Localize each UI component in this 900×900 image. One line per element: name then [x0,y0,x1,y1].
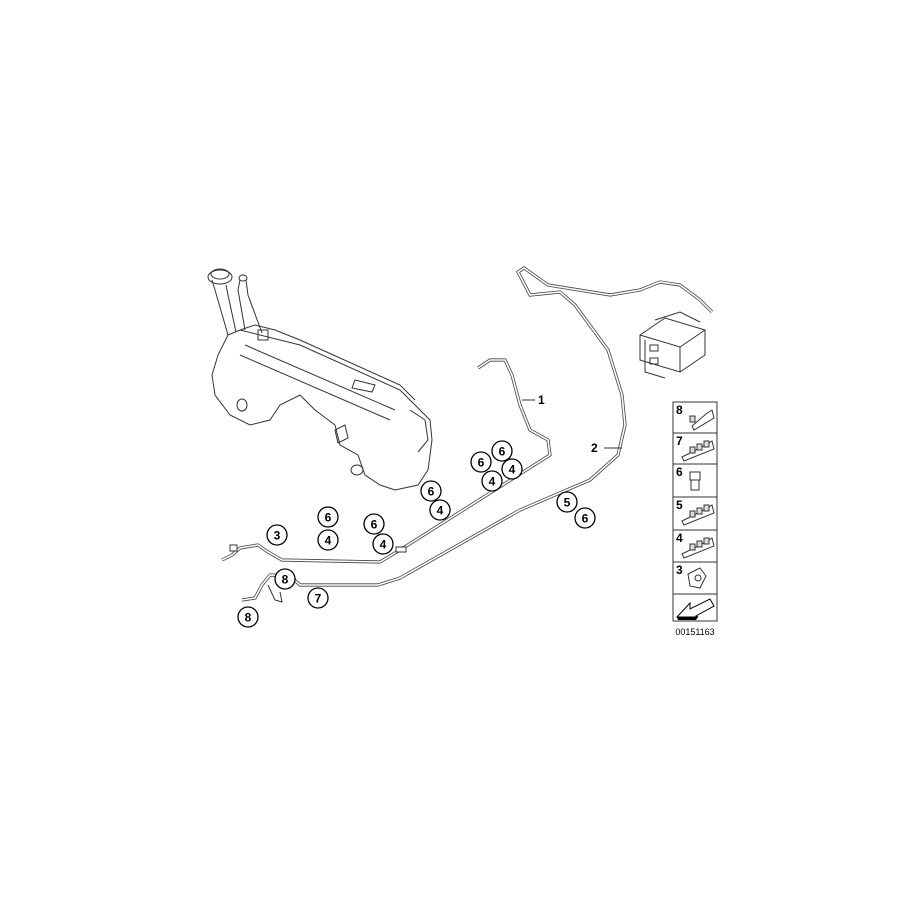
fuel-line-2 [241,266,714,603]
callout-number: 6 [499,445,506,459]
callout-number: 4 [509,463,516,477]
legend-item-6: 6 [673,465,717,498]
fuel-line-1 [221,358,552,564]
legend-item-4: 4 [673,531,717,563]
legend-number: 7 [676,434,683,448]
callout-number: 6 [371,518,378,532]
clip-icon [689,409,715,431]
fuel-tank-drawing [207,268,433,491]
nut-icon [689,471,701,491]
callout-4: 4 [481,470,503,492]
legend-number: 5 [676,498,683,512]
legend-number: 4 [676,531,683,545]
legend-item-8: 8 [673,403,717,434]
callout-number: 6 [582,512,589,526]
double-clip-icon [681,440,715,462]
label-line-2: 2 [591,441,598,455]
callout-3: 3 [266,524,288,546]
legend-number: 3 [676,563,683,577]
callout-number: 3 [274,529,281,543]
callout-6: 6 [317,506,339,528]
callout-4: 4 [372,533,394,555]
callout-6: 6 [420,480,442,502]
callout-number: 8 [282,573,289,587]
callout-8: 8 [274,568,296,590]
callout-6: 6 [470,451,492,473]
legend-item-7: 7 [673,434,717,465]
callout-number: 4 [489,475,496,489]
part-number: 00151163 [675,627,714,637]
legend-number: 6 [676,465,683,479]
parts-legend: 8 7 6 5 4 3 [672,401,718,622]
callout-4: 4 [429,499,451,521]
callout-5: 5 [556,491,578,513]
label-line-1: 1 [538,393,545,407]
callout-number: 7 [315,592,322,606]
pipe-holder-icon [681,504,715,526]
callout-6: 6 [574,507,596,529]
callout-8: 8 [237,606,259,628]
direction-arrow-icon [675,598,715,620]
callout-number: 5 [564,496,571,510]
callout-number: 6 [325,511,332,525]
activated-carbon-canister-drawing [639,311,706,379]
callout-6: 6 [491,440,513,462]
callout-number: 6 [428,485,435,499]
callout-4: 4 [317,529,339,551]
callout-number: 4 [437,504,444,518]
bracket-icon [687,567,707,589]
callout-7: 7 [307,587,329,609]
callout-number: 6 [478,456,485,470]
legend-item-3: 3 [673,563,717,595]
callout-6: 6 [363,513,385,535]
legend-item-5: 5 [673,498,717,531]
callout-number: 4 [380,538,387,552]
callout-number: 8 [245,611,252,625]
multi-pipe-holder-icon [681,537,715,559]
legend-number: 8 [676,403,683,417]
callout-number: 4 [325,534,332,548]
callout-4: 4 [501,458,523,480]
